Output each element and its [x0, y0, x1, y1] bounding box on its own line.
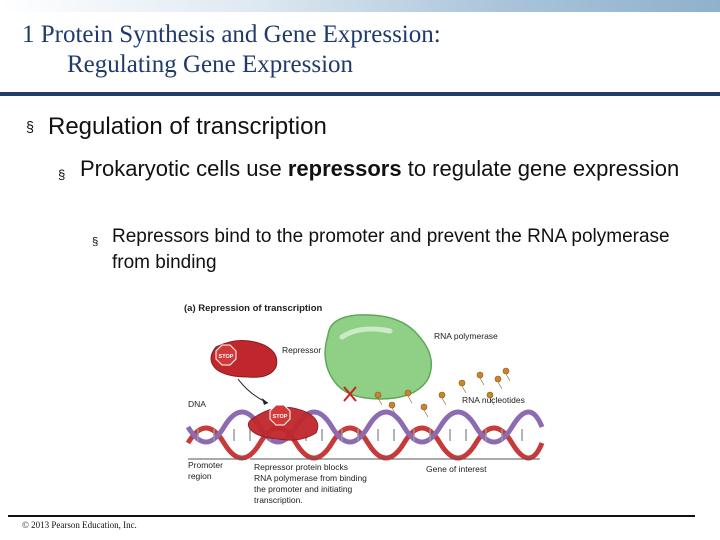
footer-divider: [8, 515, 695, 517]
bullet-level-2: § Prokaryotic cells use repressors to re…: [58, 154, 698, 183]
dna-helix: [188, 412, 542, 458]
bound-stop-sign-text: STOP: [273, 414, 288, 420]
bullet-level-3-text: Repressors bind to the promoter and prev…: [92, 224, 702, 276]
promoter-label-line-2: region: [188, 471, 212, 481]
repressor-label: Repressor: [282, 345, 321, 355]
gene-of-interest-label: Gene of interest: [426, 464, 487, 474]
promoter-label-line-1: Promoter: [188, 460, 223, 470]
bullet-level-3: § Repressors bind to the promoter and pr…: [92, 224, 702, 276]
bullet-level-1: § Regulation of transcription: [26, 113, 327, 141]
bullet-level-2-pre: Prokaryotic cells use: [80, 156, 288, 181]
caption-line-1: Repressor protein blocks: [254, 462, 348, 472]
bullet-marker: §: [26, 120, 34, 136]
repression-figure: (a) Repression of transcription RNA poly…: [180, 295, 550, 520]
copyright-text: © 2013 Pearson Education, Inc.: [22, 520, 137, 530]
bullet-level-1-text: Regulation of transcription: [26, 113, 327, 141]
title-line-2: Regulating Gene Expression: [22, 50, 702, 80]
bullet-marker: §: [58, 160, 65, 189]
stop-sign-text: STOP: [219, 354, 234, 360]
figure-title: (a) Repression of transcription: [184, 303, 322, 314]
stop-sign-icon: STOP: [216, 345, 236, 365]
caption-line-3: the promoter and initiating: [254, 484, 353, 494]
slide-title: 1 Protein Synthesis and Gene Expression:…: [22, 20, 702, 80]
bullet-level-2-post: to regulate gene expression: [402, 156, 680, 181]
top-gradient-bar: [0, 0, 720, 12]
rna-polymerase-shape: [325, 315, 431, 399]
bullet-level-2-bold: repressors: [288, 156, 402, 181]
caption-line-4: transcription.: [254, 495, 303, 505]
dna-label: DNA: [188, 399, 206, 409]
binding-arrowhead: [262, 398, 268, 405]
title-divider: [0, 92, 720, 96]
caption-line-2: RNA polymerase from binding: [254, 473, 367, 483]
bound-stop-sign-icon: STOP: [270, 405, 290, 425]
rna-nucleotides-label: RNA nucleotides: [462, 395, 525, 405]
bullet-level-2-text: Prokaryotic cells use repressors to regu…: [58, 154, 698, 183]
bullet-marker: §: [92, 229, 98, 255]
rna-polymerase-label: RNA polymerase: [434, 331, 498, 341]
title-line-1: 1 Protein Synthesis and Gene Expression:: [22, 21, 441, 48]
